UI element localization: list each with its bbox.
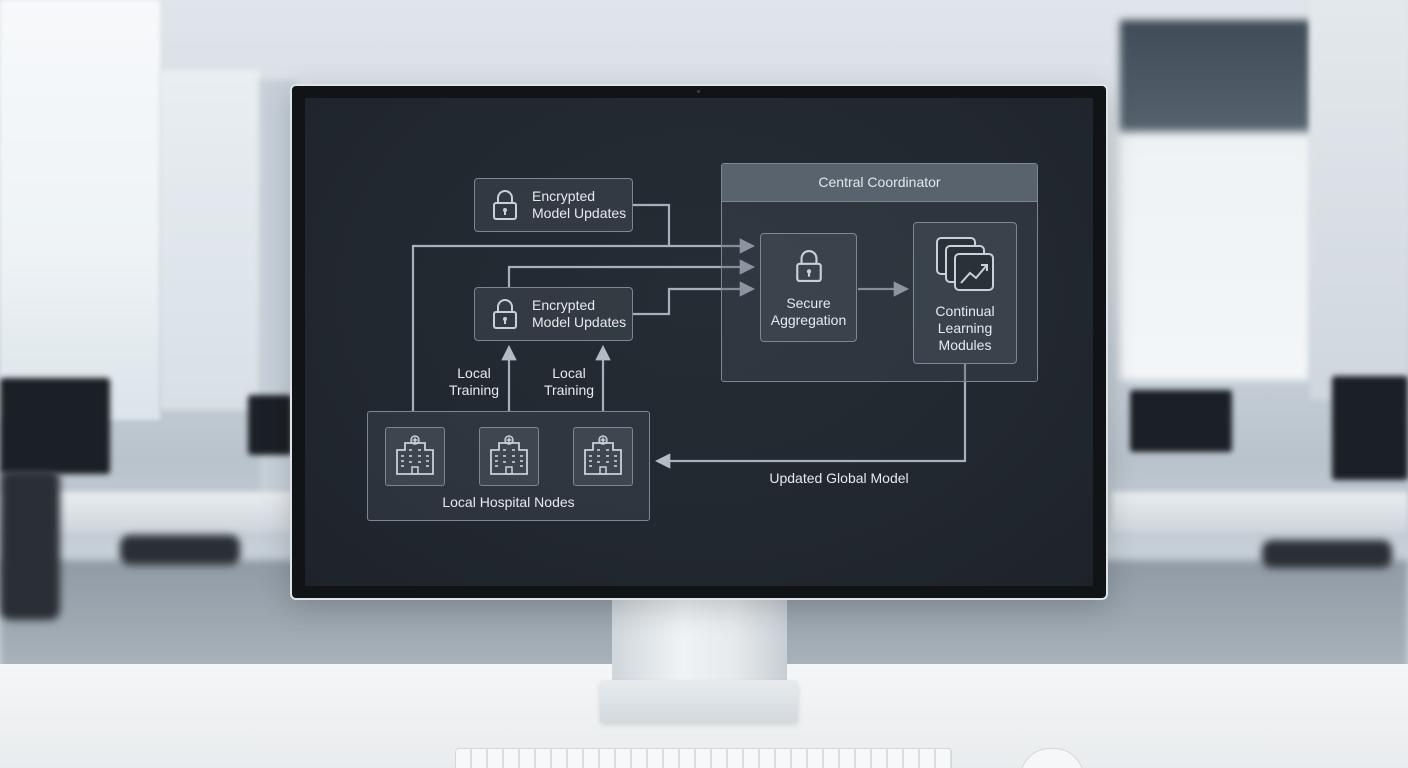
camera-dot: [697, 90, 700, 93]
central-coordinator: Central Coordinator: [721, 163, 1038, 382]
background-wall: [1310, 0, 1408, 400]
hospital-node: [479, 427, 539, 486]
keyboard: [455, 748, 952, 768]
encrypted-updates-box-middle: Encrypted Model Updates: [474, 287, 633, 341]
local-hospital-nodes-label: Local Hospital Nodes: [442, 494, 575, 510]
lock-icon: [796, 250, 822, 282]
hospital-building-icon: [584, 435, 622, 475]
encrypted-updates-label: Encrypted Model Updates: [532, 297, 627, 330]
background-monitor: [1332, 376, 1408, 480]
lock-icon: [493, 299, 517, 329]
continual-learning-label: Continual Learning Modules: [935, 303, 995, 353]
hospital-building-icon: [490, 435, 528, 475]
central-coordinator-title: Central Coordinator: [722, 164, 1037, 202]
encrypted-updates-box-top: Encrypted Model Updates: [474, 178, 633, 232]
background-window: [160, 70, 260, 410]
secure-aggregation-label: Secure Aggregation: [770, 295, 847, 328]
background-monitor: [1130, 390, 1232, 452]
background-window: [0, 0, 160, 420]
stacked-chart-icon: [936, 237, 994, 291]
monitor-stand: [612, 598, 787, 688]
background-chair: [120, 535, 240, 565]
background-window: [1120, 20, 1310, 380]
local-training-label-left: Local Training: [448, 365, 500, 398]
local-training-label-right: Local Training: [543, 365, 595, 398]
background-monitor: [0, 378, 110, 474]
local-hospital-nodes: Local Hospital Nodes: [367, 411, 650, 521]
encrypted-updates-label: Encrypted Model Updates: [532, 188, 627, 221]
lock-icon: [493, 190, 517, 220]
continual-learning-box: Continual Learning Modules: [913, 222, 1017, 364]
background-chair: [0, 470, 60, 620]
secure-aggregation-box: Secure Aggregation: [760, 233, 857, 342]
hospital-building-icon: [396, 435, 434, 475]
hospital-node: [573, 427, 633, 486]
updated-global-model-label: Updated Global Model: [769, 470, 909, 486]
hospital-node: [385, 427, 445, 486]
background-desk: [1112, 492, 1408, 532]
background-monitor: [248, 395, 292, 455]
background-chair: [1262, 540, 1392, 568]
monitor-stand-base: [600, 680, 798, 722]
